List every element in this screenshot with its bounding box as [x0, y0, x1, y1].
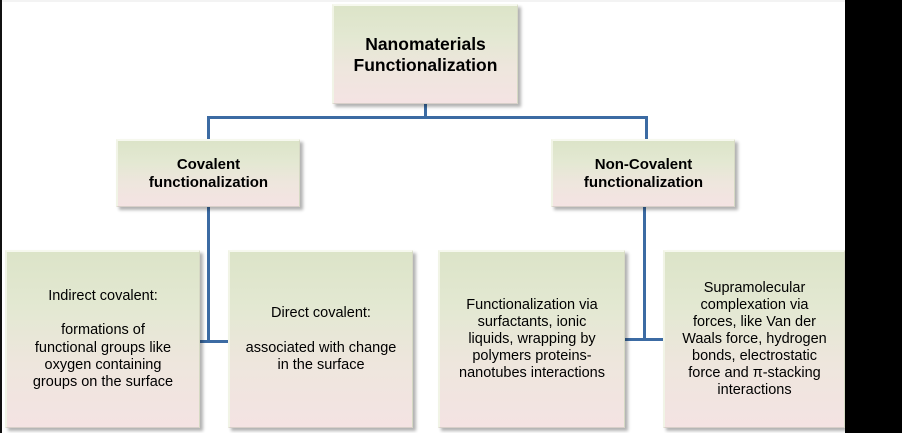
node-noncovalent-surfactants[interactable]: Functionalization via surfactants, ionic… [438, 250, 625, 428]
connector-covalent-stem [207, 207, 210, 343]
connector-covalent-bus [189, 340, 231, 343]
frame-left-edge [0, 0, 2, 433]
connector-root-stem [424, 103, 427, 119]
node-root[interactable]: Nanomaterials Functionalization [332, 4, 518, 104]
connector-to-covalent [207, 116, 210, 141]
node-covalent[interactable]: Covalent functionalization [116, 139, 300, 207]
node-supramolecular-label: Supramolecular complexation via forces, … [682, 279, 827, 399]
frame-top-edge [0, 0, 845, 2]
node-non-covalent-label: Non-Covalent functionalization [583, 155, 704, 191]
connector-noncovalent-stem [643, 207, 646, 341]
node-noncovalent-surfactants-label: Functionalization via surfactants, ionic… [459, 296, 605, 382]
node-indirect-covalent[interactable]: Indirect covalent: formations of functio… [5, 250, 200, 428]
connector-to-noncovalent [645, 116, 648, 141]
node-indirect-covalent-label: Indirect covalent: formations of functio… [32, 288, 174, 390]
node-non-covalent[interactable]: Non-Covalent functionalization [551, 139, 735, 207]
node-covalent-label: Covalent functionalization [148, 155, 269, 191]
letterbox-right-bar [845, 0, 902, 433]
node-supramolecular[interactable]: Supramolecular complexation via forces, … [663, 250, 845, 428]
node-root-label: Nanomaterials Functionalization [353, 33, 498, 75]
node-direct-covalent[interactable]: Direct covalent: associated with change … [228, 250, 413, 428]
connector-root-bus [207, 116, 648, 119]
node-direct-covalent-label: Direct covalent: associated with change … [245, 305, 397, 373]
connector-noncovalent-bus [625, 338, 667, 341]
